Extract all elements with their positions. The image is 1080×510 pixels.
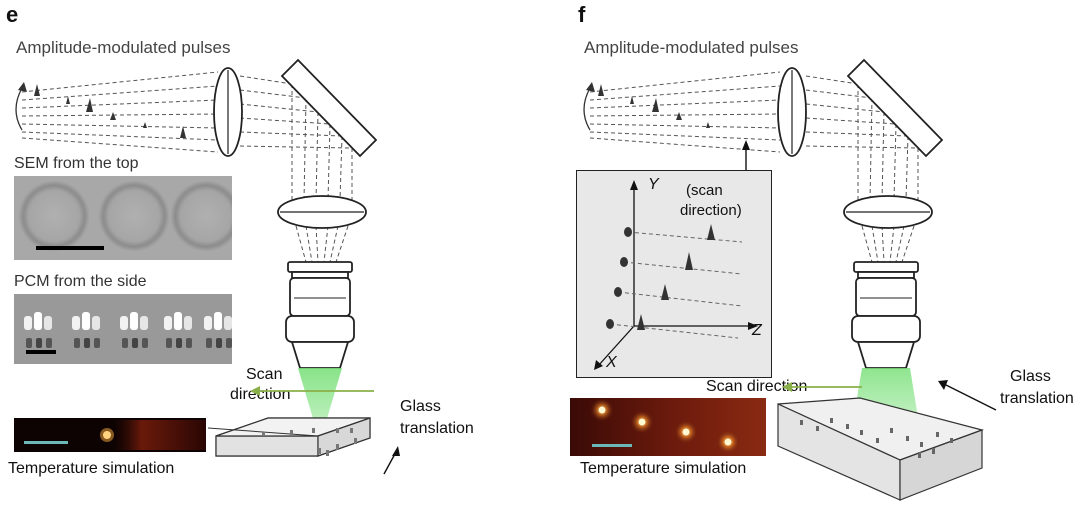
objective-lens <box>285 261 355 369</box>
scan-label-line1: Scan <box>246 366 283 383</box>
glass-label-f-line2: translation <box>1000 390 1074 407</box>
temperature-simulation-label: Temperature simulation <box>8 460 175 477</box>
glass-label-line2: translation <box>400 420 474 437</box>
pulse-beam-lines <box>21 71 353 263</box>
rotation-arrow <box>15 87 23 131</box>
panel-f-title: Amplitude-modulated pulses <box>584 38 799 57</box>
axis-x-label: X <box>606 354 617 371</box>
panel-f-letter: f <box>578 2 586 27</box>
mirror <box>280 58 378 158</box>
pcm-label: PCM from the side <box>14 273 147 290</box>
panel-e-optics-diagram <box>15 58 400 475</box>
inset-scan-direction-line1: (scan <box>686 182 723 199</box>
laser-beam <box>298 368 342 442</box>
panel-e-title: Amplitude-modulated pulses <box>16 38 231 57</box>
scan-direction-label-f: Scan direction <box>706 378 808 395</box>
written-voxels <box>262 428 357 456</box>
temperature-simulation-image-f <box>570 398 766 456</box>
glass-label-f-line1: Glass <box>1010 368 1051 385</box>
inset-scan-direction-line2: direction) <box>680 202 742 219</box>
pulse-markers <box>34 84 186 138</box>
temperature-simulation-label-f: Temperature simulation <box>580 460 747 477</box>
temperature-simulation-image <box>14 418 206 452</box>
axis-y-label: Y <box>648 176 659 193</box>
scan-direction-inset <box>576 170 772 378</box>
pcm-image <box>14 294 232 364</box>
panel-e-letter: e <box>6 2 19 27</box>
glass-label-line1: Glass <box>400 398 441 415</box>
axis-z-label: Z <box>752 322 762 339</box>
sem-label: SEM from the top <box>14 155 139 172</box>
sem-image <box>14 176 232 260</box>
